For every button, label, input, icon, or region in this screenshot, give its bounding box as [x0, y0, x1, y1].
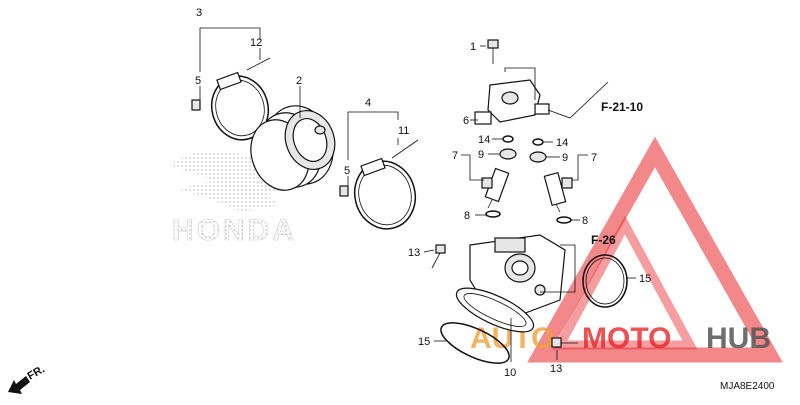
label-4: 4: [365, 97, 371, 109]
ref-air-cleaner: F-26: [591, 233, 616, 247]
watermark-moto: MOTO: [582, 322, 671, 355]
label-10: 10: [504, 367, 516, 379]
honda-wordmark: HONDA: [172, 214, 297, 247]
label-11: 11: [398, 125, 409, 137]
label-13-upper: 13: [408, 247, 420, 259]
seal-9a: [499, 148, 517, 160]
throttle-body: [455, 234, 566, 333]
injector-left: [481, 167, 510, 209]
part-number-labels: 3 12 5 2 4 11 5 1 6 14 14 7 9 9 7 8 8 13…: [195, 7, 651, 379]
o-ring-15-right: [582, 254, 628, 308]
label-5-right: 5: [344, 165, 350, 177]
label-12: 12: [250, 37, 262, 49]
honda-wing-logo: [170, 151, 300, 212]
label-9-left: 9: [478, 149, 484, 161]
ref-fuel-rail: F-21-10: [601, 100, 643, 114]
front-direction-arrow-icon: [8, 376, 30, 394]
leader-lines: [199, 27, 636, 362]
o-ring-15-left: [440, 322, 510, 364]
o-ring-15-right-inner: [585, 257, 625, 305]
label-9-right: 9: [562, 152, 568, 164]
intake-boot: [250, 105, 336, 191]
label-14-left: 14: [478, 134, 490, 146]
label-3: 3: [196, 7, 202, 19]
label-7-left: 7: [452, 150, 458, 162]
o-ring-14a: [502, 135, 514, 143]
label-5-left: 5: [195, 75, 201, 87]
seal-8a: [485, 210, 501, 218]
watermark-triangle: [527, 136, 783, 363]
label-6: 6: [463, 115, 469, 127]
label-2: 2: [296, 75, 302, 87]
seal-8b: [556, 216, 572, 224]
label-15-left: 15: [418, 336, 430, 348]
seal-9b: [529, 151, 547, 163]
clamp-left: [191, 57, 271, 141]
label-13-lower: 13: [550, 363, 562, 375]
label-1: 1: [470, 41, 476, 53]
diagram-code: MJA8E2400: [720, 381, 775, 392]
bolt-13-upper: [431, 244, 446, 269]
o-ring-14b: [532, 138, 544, 146]
label-8-right: 8: [582, 215, 588, 227]
label-15-right: 15: [639, 273, 651, 285]
label-7-right: 7: [591, 152, 597, 164]
watermark-hub: HUB: [706, 322, 771, 355]
bolt-1: [487, 39, 499, 64]
injector-right: [543, 171, 573, 213]
fuel-joint: [474, 79, 550, 125]
label-8-left: 8: [464, 210, 470, 222]
label-14-right: 14: [556, 137, 568, 149]
direction-label: FR.: [26, 363, 47, 382]
clamp-right: [339, 139, 419, 230]
bolt-13-lower: [551, 337, 578, 348]
